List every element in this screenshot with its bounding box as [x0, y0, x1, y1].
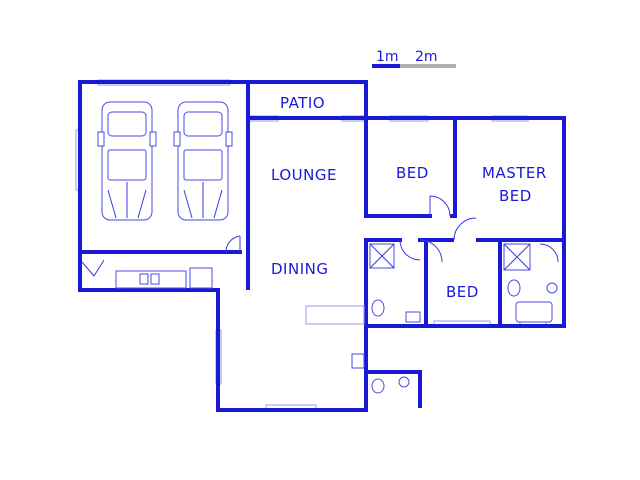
kitchen-fixtures — [81, 259, 365, 369]
room-labels: PATIO LOUNGE DINING BED MASTER BED BED — [271, 94, 547, 301]
scale-bar: 1m 2m — [372, 49, 456, 68]
scale-label-2m: 2m — [415, 49, 438, 65]
room-label-patio: PATIO — [280, 94, 325, 112]
walls — [78, 80, 566, 412]
scale-segment-1m — [372, 64, 400, 68]
room-label-dining: DINING — [271, 260, 328, 278]
wall-garage-outer — [78, 80, 252, 292]
doors — [225, 195, 559, 263]
bath-icon — [515, 301, 553, 323]
room-label-master: MASTER — [482, 164, 547, 182]
door-bath1-swing — [399, 239, 421, 261]
toilet-icon — [371, 378, 385, 394]
room-label-master-bed: BED — [499, 187, 532, 205]
basin-icon — [398, 376, 410, 388]
scale-segment-2m — [400, 64, 456, 68]
room-label-lounge: LOUNGE — [271, 166, 337, 184]
scale-label-1m: 1m — [376, 49, 399, 65]
cars — [97, 101, 233, 221]
car-icon — [97, 101, 157, 221]
basin-icon — [405, 311, 421, 323]
door-ensuite-swing — [539, 243, 559, 263]
sink-icon — [139, 273, 149, 285]
wall-patio-outer — [246, 80, 368, 120]
room-label-bed-2: BED — [446, 283, 479, 301]
toilet-icon — [507, 279, 521, 297]
kitchen-island — [305, 305, 365, 325]
room-label-bed-1: BED — [396, 164, 429, 182]
toilet-icon — [371, 299, 385, 317]
bathroom-fixtures — [369, 243, 558, 394]
basin-icon — [546, 282, 558, 294]
car-icon — [173, 101, 233, 221]
door-bed1-swing — [429, 195, 451, 217]
door-bed2-swing — [419, 239, 443, 263]
sink-icon — [150, 273, 160, 285]
wall-right-exterior — [510, 116, 566, 328]
corner-unit — [81, 259, 105, 277]
door-garage-swing — [225, 235, 241, 253]
fridge-icon — [189, 267, 213, 289]
door-master-swing — [453, 217, 477, 241]
stove-icon — [351, 353, 365, 369]
wall-kitchen-dining — [78, 288, 368, 412]
